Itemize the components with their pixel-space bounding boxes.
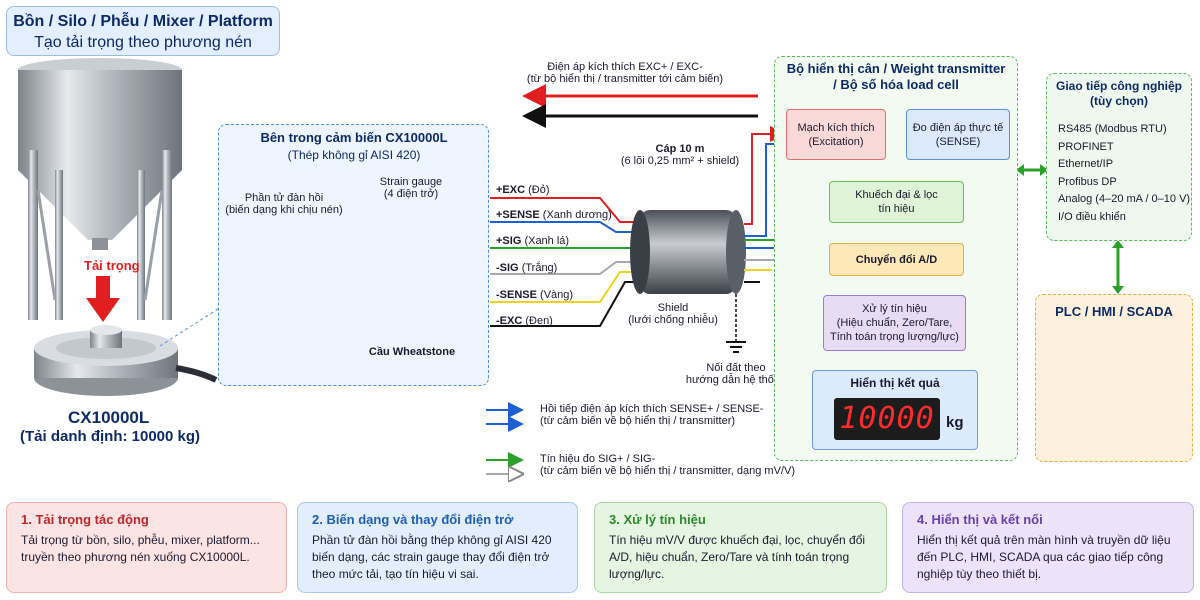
wheatstone-label: Cầu Wheatstone — [368, 346, 456, 358]
inside-subtitle: (Thép không gỉ AISI 420) — [287, 148, 421, 162]
inside-title: Bên trong cảm biến CX10000L — [260, 130, 448, 145]
silo-illustration — [18, 58, 182, 320]
cable-label: Cáp 10 m (6 lõi 0,25 mm² + shield) — [620, 143, 740, 167]
comm-item: Ethernet/IP — [1058, 158, 1114, 170]
comm-item: I/O điều khiển — [1058, 210, 1126, 223]
comm-title: Giao tiếp công nghiệp (tùy chọn) — [1056, 79, 1182, 108]
strain-gauge-label: Strain gauge (4 điện trở) — [379, 176, 443, 200]
comm-panel — [1046, 73, 1192, 241]
step-card-title: 3. Xử lý tín hiệu — [609, 512, 706, 527]
shield-label: Shield (lưới chống nhiễu) — [628, 302, 718, 326]
header-line2: Tạo tải trọng theo phương nén — [34, 34, 252, 51]
load-label: Tải trọng — [84, 258, 140, 273]
comm-list: RS485 (Modbus RTU) PROFINET Ethernet/IP … — [1058, 121, 1190, 226]
step-card-3: 3. Xử lý tín hiệu Tín hiệu mV/V được khu… — [594, 502, 887, 593]
header-line1: Bồn / Silo / Phễu / Mixer / Platform — [13, 13, 273, 30]
step-card-4: 4. Hiển thị và kết nối Hiển thị kết quả … — [902, 502, 1194, 593]
wire-label-exc-minus: -EXC (Đen) — [496, 315, 553, 327]
step-card-body: Hiển thị kết quả trên màn hình và truyền… — [917, 533, 1171, 581]
wire-label-sense-minus: -SENSE (Vàng) — [496, 289, 574, 301]
comm-item: RS485 (Modbus RTU) — [1058, 123, 1167, 135]
step-card-title: 1. Tải trọng tác động — [21, 512, 149, 527]
plc-title: PLC / HMI / SCADA — [1055, 304, 1173, 319]
amplifier-block: Khuếch đại & lọc tín hiệu — [829, 181, 964, 223]
wire-label-sig-minus: -SIG (Trắng) — [496, 262, 558, 274]
step-card-2: 2. Biến dạng và thay đổi điện trở Phần t… — [297, 502, 578, 593]
step-card-title: 2. Biến dạng và thay đổi điện trở — [312, 512, 514, 527]
excitation-note: Điện áp kích thích EXC+ / EXC- (từ bộ hi… — [526, 61, 724, 85]
adc-block: Chuyển đổi A/D — [829, 243, 964, 276]
header-box: Bồn / Silo / Phễu / Mixer / Platform Tạo… — [6, 6, 280, 56]
comm-item: PROFINET — [1058, 140, 1114, 153]
sensor-inside-panel — [218, 124, 489, 386]
sensor-name: CX10000L — [68, 408, 150, 427]
load-cell-illustration — [34, 325, 218, 396]
processing-block: Xử lý tín hiệu (Hiệu chuẩn, Zero/Tare, T… — [823, 295, 966, 351]
wire-label-sig-plus: +SIG (Xanh lá) — [496, 235, 570, 247]
step-card-body: Tải trọng từ bồn, silo, phễu, mixer, pla… — [21, 533, 260, 564]
excitation-block: Mạch kích thích (Excitation) — [786, 109, 886, 160]
wire-label-sense-plus: +SENSE (Xanh dương) — [496, 209, 612, 221]
comm-item: Profibus DP — [1058, 175, 1117, 188]
step-card-title: 4. Hiển thị và kết nối — [917, 512, 1043, 527]
step-card-1: 1. Tải trọng tác động Tải trọng từ bồn, … — [6, 502, 287, 593]
unit-label: kg — [946, 414, 964, 431]
sensor-label: CX10000L (Tải danh định: 10000 kg) — [20, 408, 220, 445]
sensor-rating: (Tải danh định: 10000 kg) — [20, 428, 201, 445]
display-title: Hiển thị kết quả — [850, 376, 940, 390]
led-display: 10000 — [834, 398, 940, 440]
step-card-body: Tín hiệu mV/V được khuếch đại, lọc, chuy… — [609, 533, 866, 581]
legend-sense: Hồi tiếp điện áp kích thích SENSE+ / SEN… — [540, 403, 764, 427]
transmitter-title: Bộ hiển thị cân / Weight transmitter / B… — [786, 61, 1006, 92]
comm-item: Analog (4–20 mA / 0–10 V) — [1058, 193, 1191, 205]
ground-label: Nối đất theo hướng dẫn hệ thống — [685, 362, 787, 386]
step-card-body: Phần tử đàn hồi bằng thép không gỉ AISI … — [312, 533, 552, 581]
wire-label-exc-plus: +EXC (Đỏ) — [496, 184, 550, 196]
elastic-element-label: Phần tử đàn hồi (biến dạng khi chịu nén) — [225, 192, 343, 216]
plc-panel — [1035, 294, 1193, 462]
sense-block: Đo điện áp thực tế (SENSE) — [906, 109, 1010, 160]
legend-sig: Tín hiệu đo SIG+ / SIG- (từ cảm biến về … — [540, 453, 795, 477]
